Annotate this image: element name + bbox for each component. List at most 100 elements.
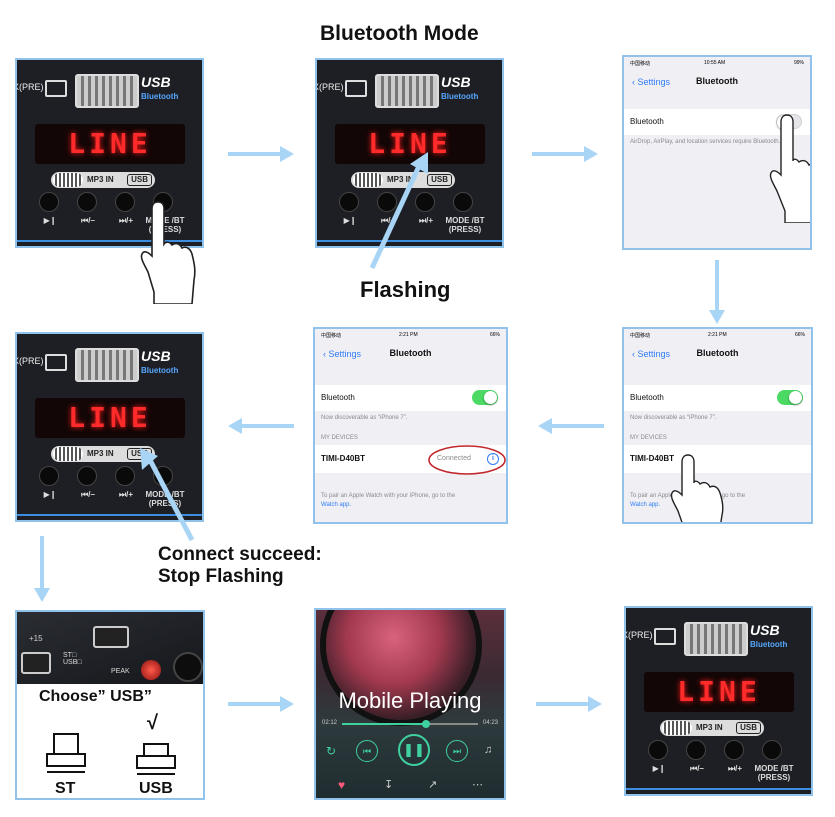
progress-track[interactable] [342,720,478,728]
next-button[interactable] [115,192,135,212]
switch-knob[interactable] [662,721,692,735]
watch-app-link[interactable]: Watch app. [630,502,661,508]
switch-left-label: MP3 IN [696,723,723,732]
mode-bt-label: MODE /BT (PRESS) [145,216,185,234]
prev-label: ⏮/– [81,216,95,225]
mode-bt-label: MODE /BT (PRESS) [445,216,485,234]
back-label: Settings [328,349,362,359]
computer-icon [345,80,367,97]
back-to-settings[interactable]: ‹ Settings [632,77,671,87]
share-icon[interactable]: ↗ [428,779,438,791]
pointing-hand-icon [769,114,810,223]
arrow-right-3 [228,696,294,712]
pc-label: X(PRE) [315,82,344,92]
bluetooth-row-label: Bluetooth [321,393,355,402]
bluetooth-brand: Bluetooth [141,92,179,101]
time-end: 04:23 [482,720,498,726]
play-pause-button[interactable] [648,740,668,760]
usb-port-icon [75,74,139,108]
play-pause-label: ▶❙ [43,216,57,225]
player-panel: Mobile Playing 02:12 04:23 ↻ ⏮ ❚❚ ⏭ ♫ ♥ … [314,608,506,800]
heart-icon[interactable]: ♥ [338,778,346,792]
arrow-left-1 [538,418,604,434]
pause-button[interactable]: ❚❚ [398,734,430,766]
prev-button[interactable] [377,192,397,212]
back-to-settings[interactable]: ‹ Settings [323,349,362,359]
more-icon[interactable]: ⋯ [472,779,483,791]
usb-check-mark: √ [147,712,158,734]
player-title: Mobile Playing [338,688,482,713]
mode-bt-button[interactable] [453,192,473,212]
prev-button[interactable] [77,192,97,212]
switch-knob[interactable] [53,173,83,187]
line-display: LINE [644,672,794,712]
bluetooth-mode-label: Bluetooth Mode [320,22,479,45]
battery: 99% [793,60,804,66]
pointing-hand-icon [670,454,724,522]
playlist-icon[interactable]: ♫ [484,744,493,756]
flashing-pointer-arrow [369,152,428,270]
status-bar: 中国移动 2:21 PM 66% [624,330,811,341]
progress-fill [342,723,427,725]
panel-accent-line [626,788,811,790]
switch-left-label: MP3 IN [87,175,114,184]
play-pause-button[interactable] [39,192,59,212]
next-label: ⏭/+ [727,764,743,773]
play-pause-label: ▶❙ [43,490,57,499]
pressing-hand-icon [140,201,196,304]
arrow-right-1 [228,146,294,162]
gain-knob[interactable] [173,652,203,682]
st-button[interactable] [21,652,51,674]
bluetooth-toggle[interactable] [777,390,803,405]
connect-pointer-arrow [140,448,195,542]
switch-knob[interactable] [53,447,83,461]
prev-label: ⏮/– [381,216,395,225]
switch-left-label: MP3 IN [87,449,114,458]
st-label: ST [55,780,76,797]
next-track-button[interactable]: ⏭ [446,740,468,762]
mixer-panel: +15 ST□ USB□ PEAK Choose” USB” √ ST USB [15,610,205,800]
arrow-left-2 [228,418,294,434]
download-icon[interactable]: ↧ [384,779,394,791]
switch-knob[interactable] [353,173,383,187]
pc-label: X(PRE) [624,630,653,640]
mode-bt-button[interactable] [762,740,782,760]
prev-button[interactable] [77,466,97,486]
play-pause-button[interactable] [39,466,59,486]
bluetooth-brand: Bluetooth [141,366,179,375]
watch-app-link[interactable]: Watch app. [321,502,352,508]
switch-left-label: MP3 IN [387,175,414,184]
bluetooth-toggle[interactable] [472,390,498,405]
repeat-icon[interactable]: ↻ [326,744,337,758]
device-row[interactable]: TIMI-D40BT Connected i [315,445,506,473]
pc-label: X(PRE) [15,82,44,92]
mixer-photo: +15 ST□ USB□ PEAK [17,612,203,684]
usb-button[interactable] [93,626,129,648]
st-usb-small-label: ST□ USB□ [63,652,82,666]
usb-port-icon [375,74,439,108]
my-devices-header: MY DEVICES [630,435,667,441]
info-icon[interactable]: i [487,453,499,465]
carrier: 中国移动 [321,333,342,339]
usb-port-icon [75,348,139,382]
play-pause-button[interactable] [339,192,359,212]
prev-button[interactable] [686,740,706,760]
progress-thumb[interactable] [422,720,431,728]
arrow-right-4 [536,696,602,712]
next-button[interactable] [115,466,135,486]
discoverable-note: Now discoverable as “iPhone 7”. [321,415,408,421]
back-to-settings[interactable]: ‹ Settings [632,349,671,359]
device-row[interactable]: TIMI-D40BT [624,445,811,473]
next-button[interactable] [415,192,435,212]
pc-label: X(PRE) [15,356,44,366]
previous-track-button[interactable]: ⏮ [356,740,378,762]
play-pause-label: ▶❙ [652,764,666,773]
bluetooth-row: Bluetooth [315,385,506,411]
next-button[interactable] [724,740,744,760]
